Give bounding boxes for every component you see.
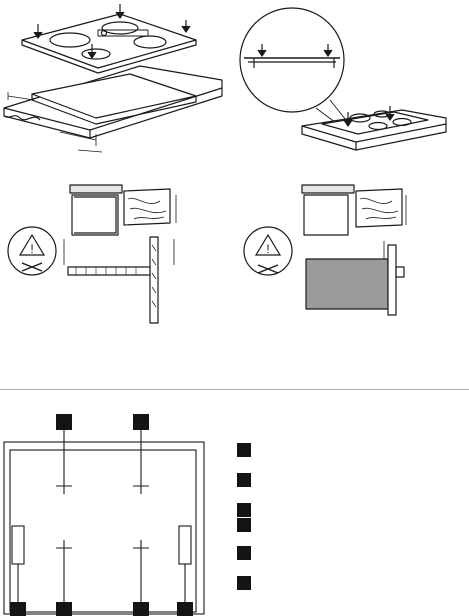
warning-sign-glyph: ! — [30, 242, 33, 256]
clearance-right-figure: ! — [232, 175, 469, 335]
callout-marker-5 — [133, 602, 149, 616]
legend-marker-4 — [237, 518, 251, 532]
legend-marker-1 — [237, 443, 251, 457]
clearance-left-figure: ! — [0, 175, 200, 335]
warning-sign-glyph-2: ! — [266, 242, 269, 256]
hob-layout-diagram — [0, 400, 230, 616]
callout-marker-4 — [56, 602, 72, 616]
legend-marker-3 — [237, 503, 251, 517]
callout-marker-1 — [56, 414, 72, 430]
callout-marker-6 — [177, 602, 193, 616]
legend-marker-2 — [237, 473, 251, 487]
hob-into-worktop-figure — [0, 0, 232, 160]
legend-marker-5 — [237, 546, 251, 560]
seal-detail-figure — [232, 0, 469, 160]
callout-marker-3 — [10, 602, 26, 616]
callout-marker-2 — [133, 414, 149, 430]
section-divider — [0, 389, 469, 390]
legend-marker-6 — [237, 576, 251, 590]
